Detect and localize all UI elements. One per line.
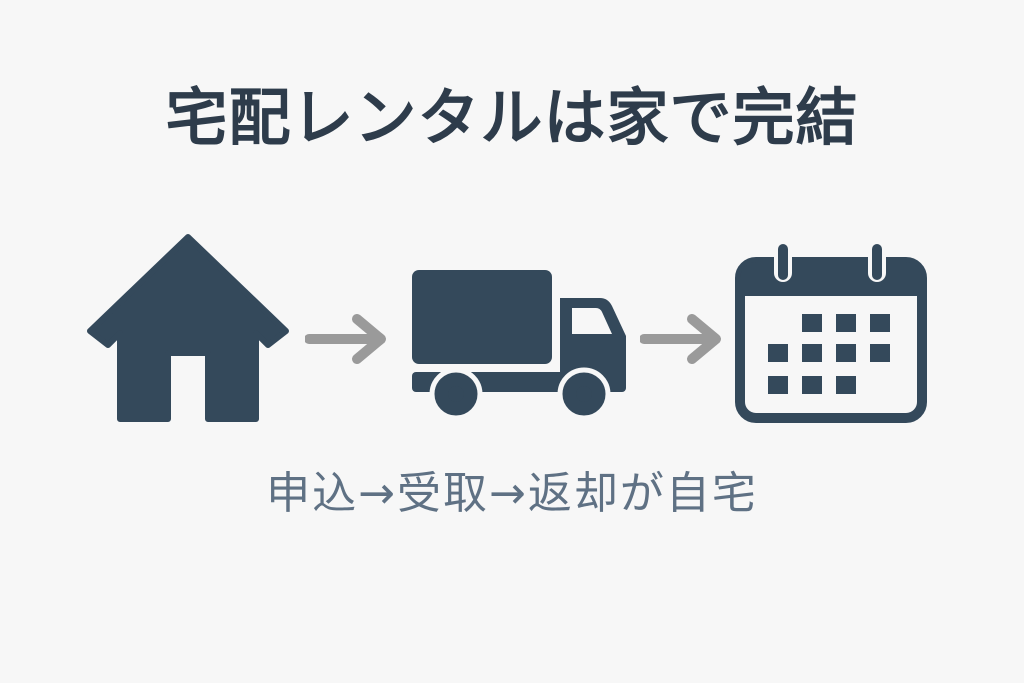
process-caption: 申込→受取→返却が自宅 <box>266 468 758 519</box>
calendar-icon <box>735 242 927 423</box>
arrow-right-icon <box>305 314 386 364</box>
house-icon <box>87 234 289 422</box>
truck-icon <box>412 270 626 420</box>
arrow-right-icon <box>640 314 721 364</box>
page-title: 宅配レンタルは家で完結 <box>165 81 859 154</box>
